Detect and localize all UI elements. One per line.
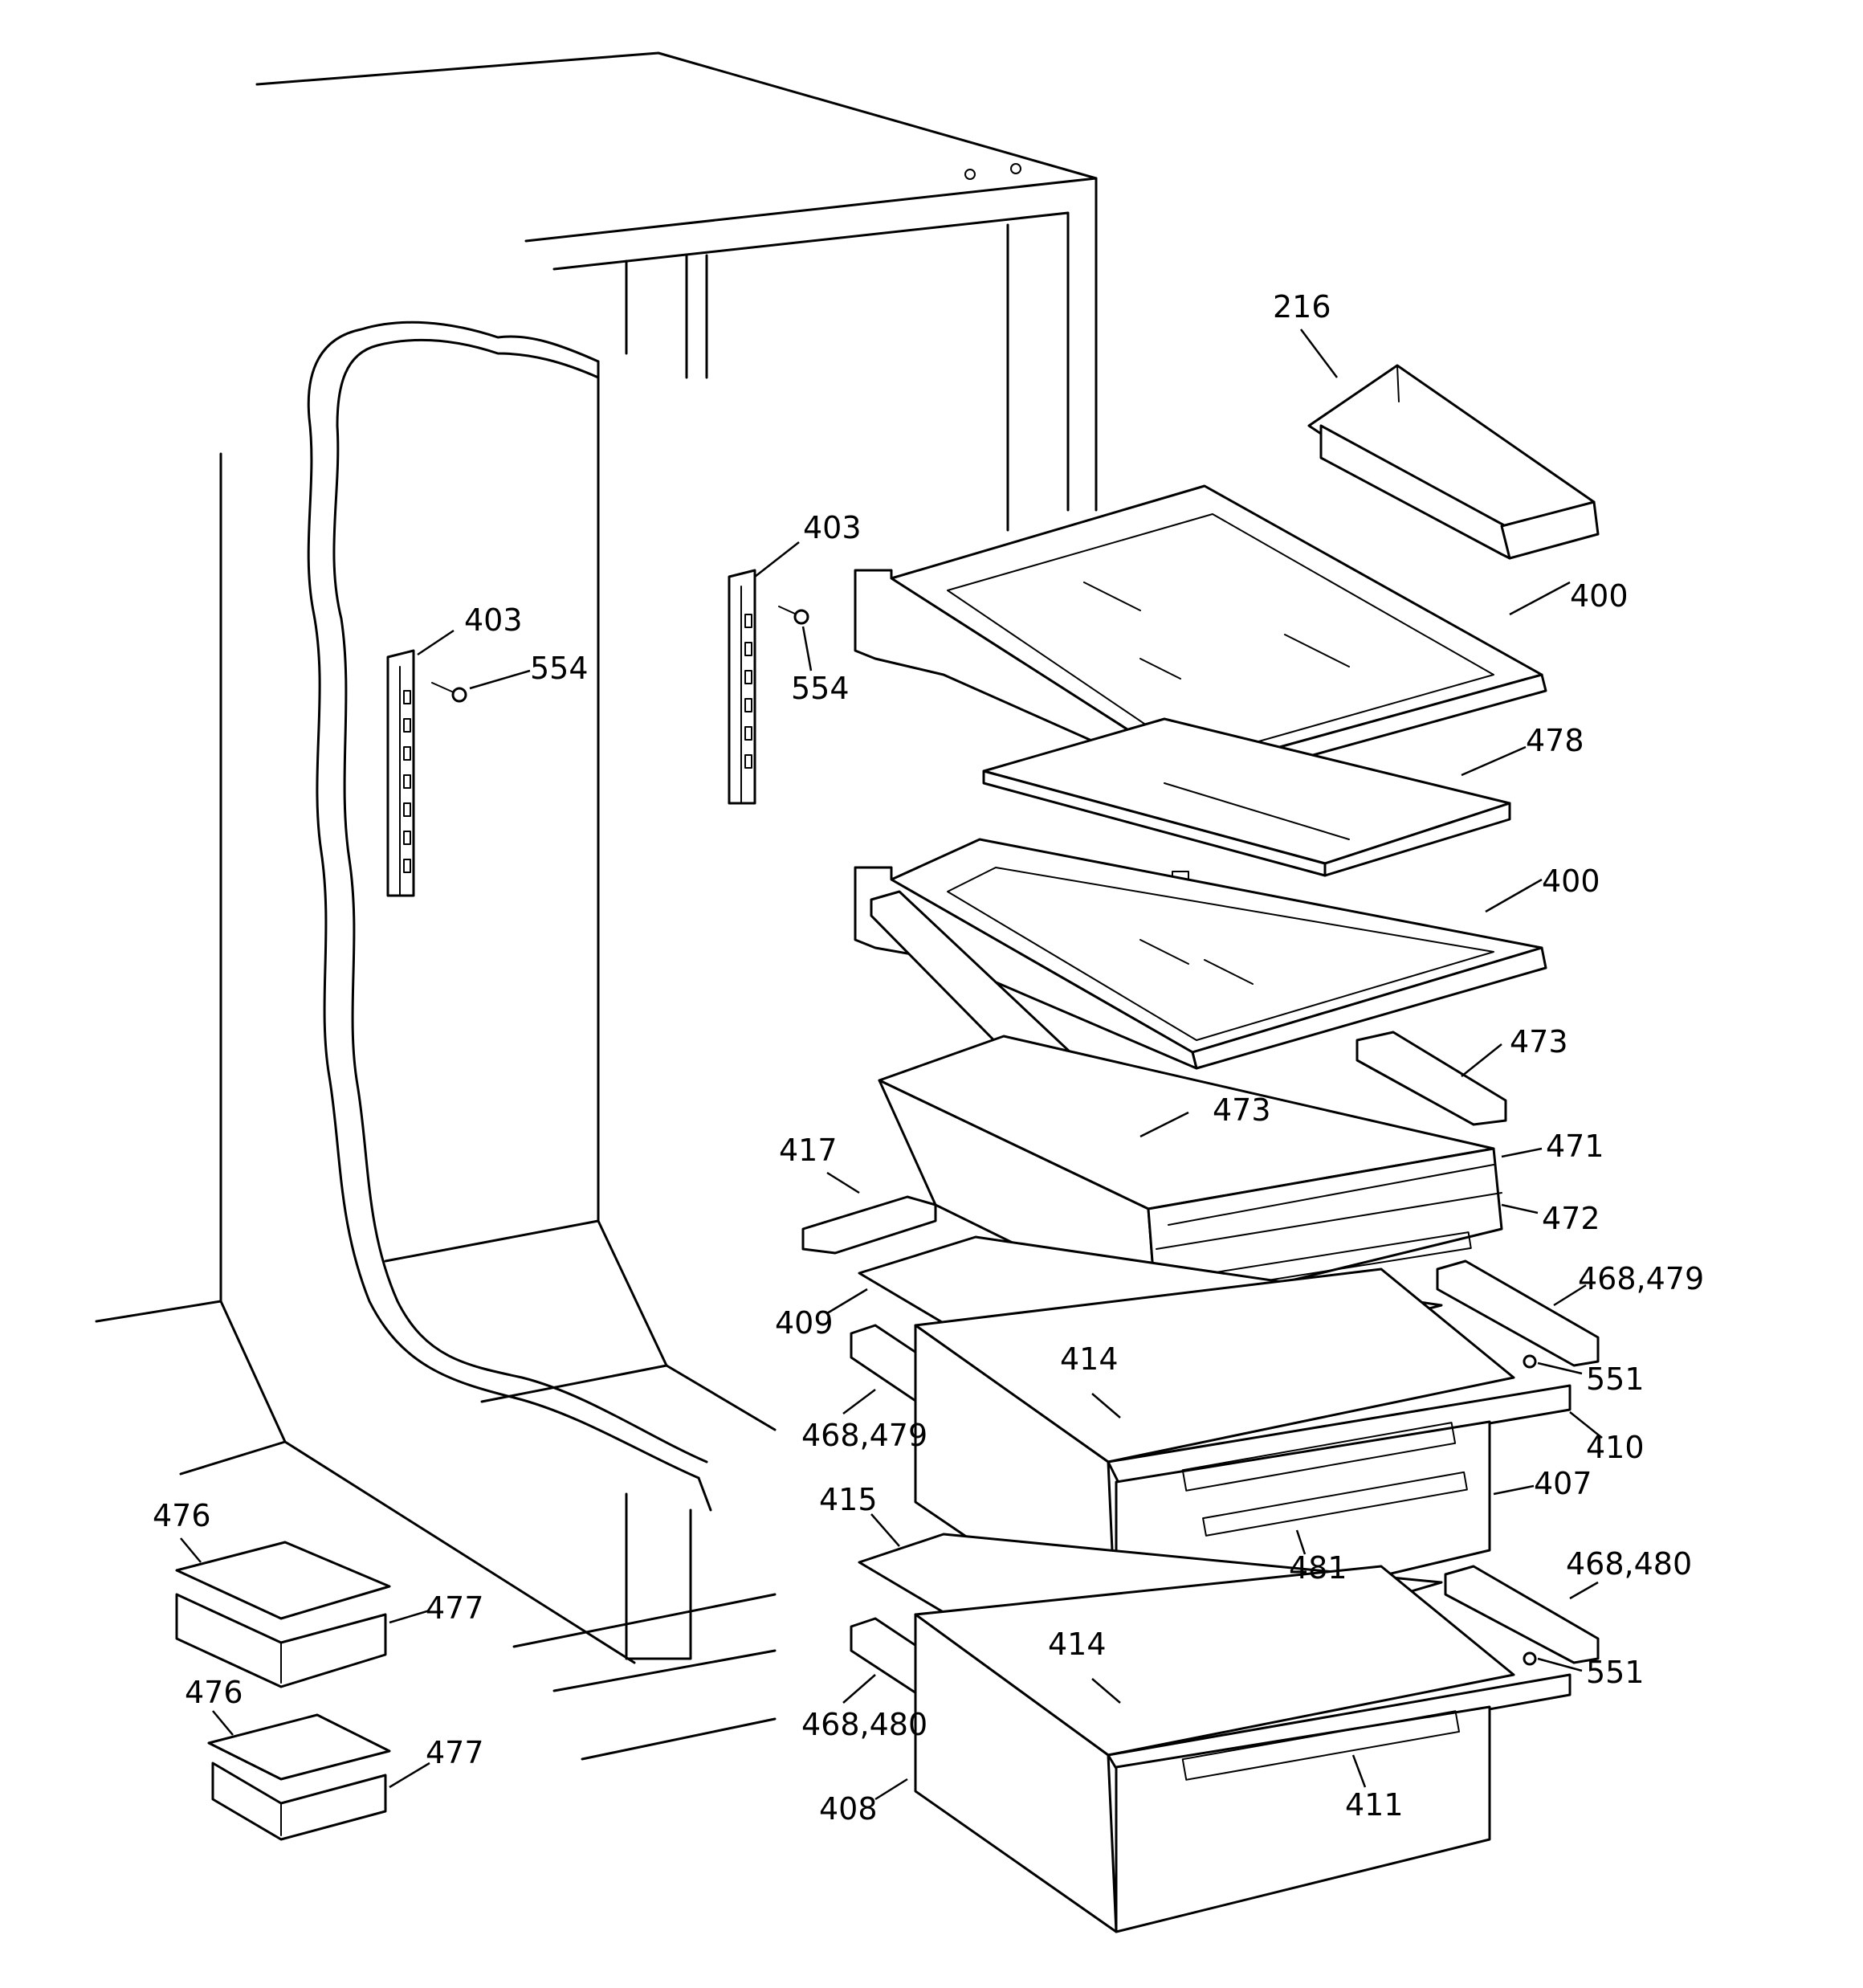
drawer-408 [914,1565,1572,1933]
callout-476-lower: 476 [185,1675,243,1710]
drawer-407 [914,1268,1572,1640]
callout-414-top: 414 [1060,1341,1119,1377]
callout-473-left: 473 [1213,1092,1271,1128]
callout-400-top: 400 [1570,578,1629,614]
callout-554-right: 554 [791,671,850,706]
callout-410: 410 [1586,1430,1645,1465]
shelf-ladder-left [386,649,415,897]
callout-414-bottom: 414 [1048,1627,1107,1662]
callout-477-lower: 477 [426,1735,484,1770]
callout-481: 481 [1289,1550,1347,1586]
callout-554-left: 554 [530,651,589,686]
callout-403-right: 403 [803,510,862,545]
callout-labels: 216 400 478 400 403 554 403 554 473 473 … [153,289,1704,1827]
bracket-417 [801,1195,937,1255]
callout-417: 417 [779,1133,838,1168]
callout-473-right: 473 [1510,1024,1568,1059]
screw-554-right [778,606,809,625]
rail-473-right [1355,1031,1507,1126]
shelf-ladder-right [728,569,756,805]
callout-551-bottom: 551 [1586,1655,1645,1690]
screw-551-bottom [1523,1651,1537,1666]
callout-476-upper: 476 [153,1498,211,1533]
door-bin-216 [1307,364,1600,560]
cabinet [95,51,1098,1761]
screw-554-left [431,682,467,703]
callout-477-upper: 477 [426,1590,484,1626]
screw-551-top [1523,1354,1537,1369]
shelf-478 [982,717,1511,937]
callout-468-479-left: 468,479 [801,1418,927,1453]
callout-471: 471 [1546,1129,1604,1164]
callout-216: 216 [1273,289,1331,325]
callout-478: 478 [1526,723,1584,758]
callout-411: 411 [1345,1787,1404,1823]
callout-400-bottom: 400 [1542,863,1600,899]
slide-468-479-right [1436,1259,1600,1367]
callout-468-479-right: 468,479 [1578,1261,1704,1296]
slide-468-480-right [1444,1565,1600,1664]
callout-403-left: 403 [464,602,523,638]
dairy-container-upper [175,1541,391,1688]
dairy-container-lower [207,1713,391,1841]
callout-468-480-left: 468,480 [801,1707,927,1742]
callout-415: 415 [819,1482,878,1517]
callout-408: 408 [819,1791,878,1827]
glass-shelf-400-bottom [854,838,1547,1070]
callout-409: 409 [775,1305,834,1341]
leader-lines [180,329,1603,1801]
callout-468-480-right: 468,480 [1566,1546,1692,1582]
callout-551-top: 551 [1586,1361,1645,1397]
callout-472: 472 [1542,1201,1600,1236]
callout-407: 407 [1534,1466,1592,1501]
